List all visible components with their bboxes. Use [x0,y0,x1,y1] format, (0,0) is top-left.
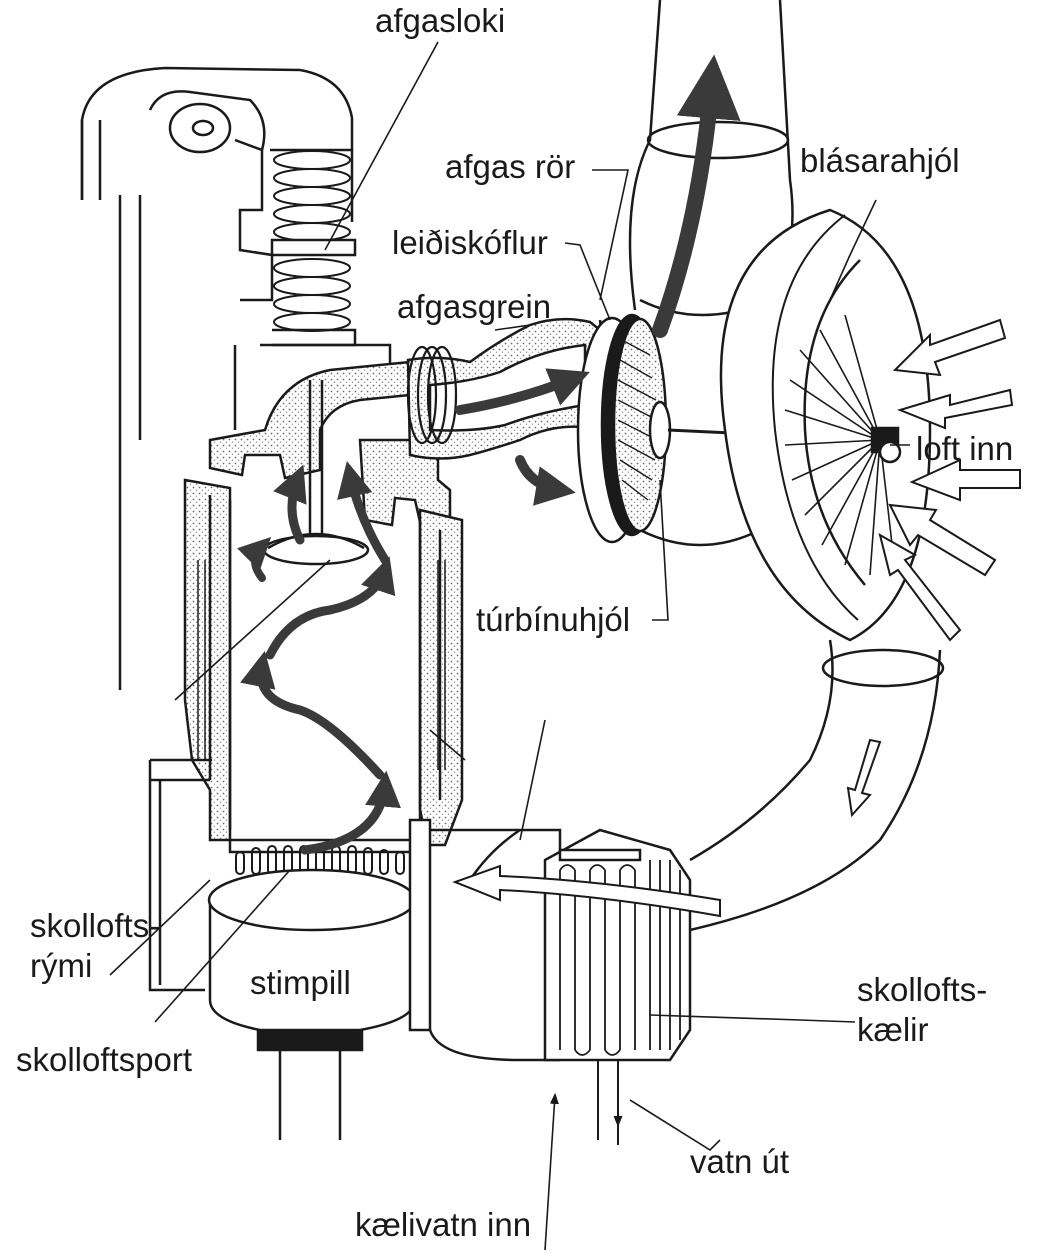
label-vatn-ut: vatn út [690,1145,789,1180]
scavenge-air-receiver [410,820,560,1060]
label-afgas-ror: afgas rör [445,150,575,185]
label-skollofts-rymi-line1: skollofts- [30,909,160,944]
label-kaelivatn-inn: kælivatn inn [355,1208,531,1243]
exhaust-manifold [408,319,600,458]
piston [209,870,415,1140]
label-afgasloki: afgasloki [375,4,505,39]
label-skolloftskaelir-line2: kælir [857,1013,929,1048]
label-skolloftsport: skolloftsport [16,1043,192,1078]
label-afgasgrein: afgasgrein [397,290,551,325]
label-loft-inn: loft inn [916,432,1013,467]
label-turbinuhjol: túrbínuhjól [476,603,630,638]
label-leidiskoflur: leiðiskóflur [392,226,548,261]
label-stimpill: stimpill [250,966,351,1001]
label-blasarahjol: blásarahjól [800,144,960,179]
label-skolloftskaelir-line1: skollofts- [857,973,987,1008]
label-skollofts-rymi-line2: rými [30,949,92,984]
